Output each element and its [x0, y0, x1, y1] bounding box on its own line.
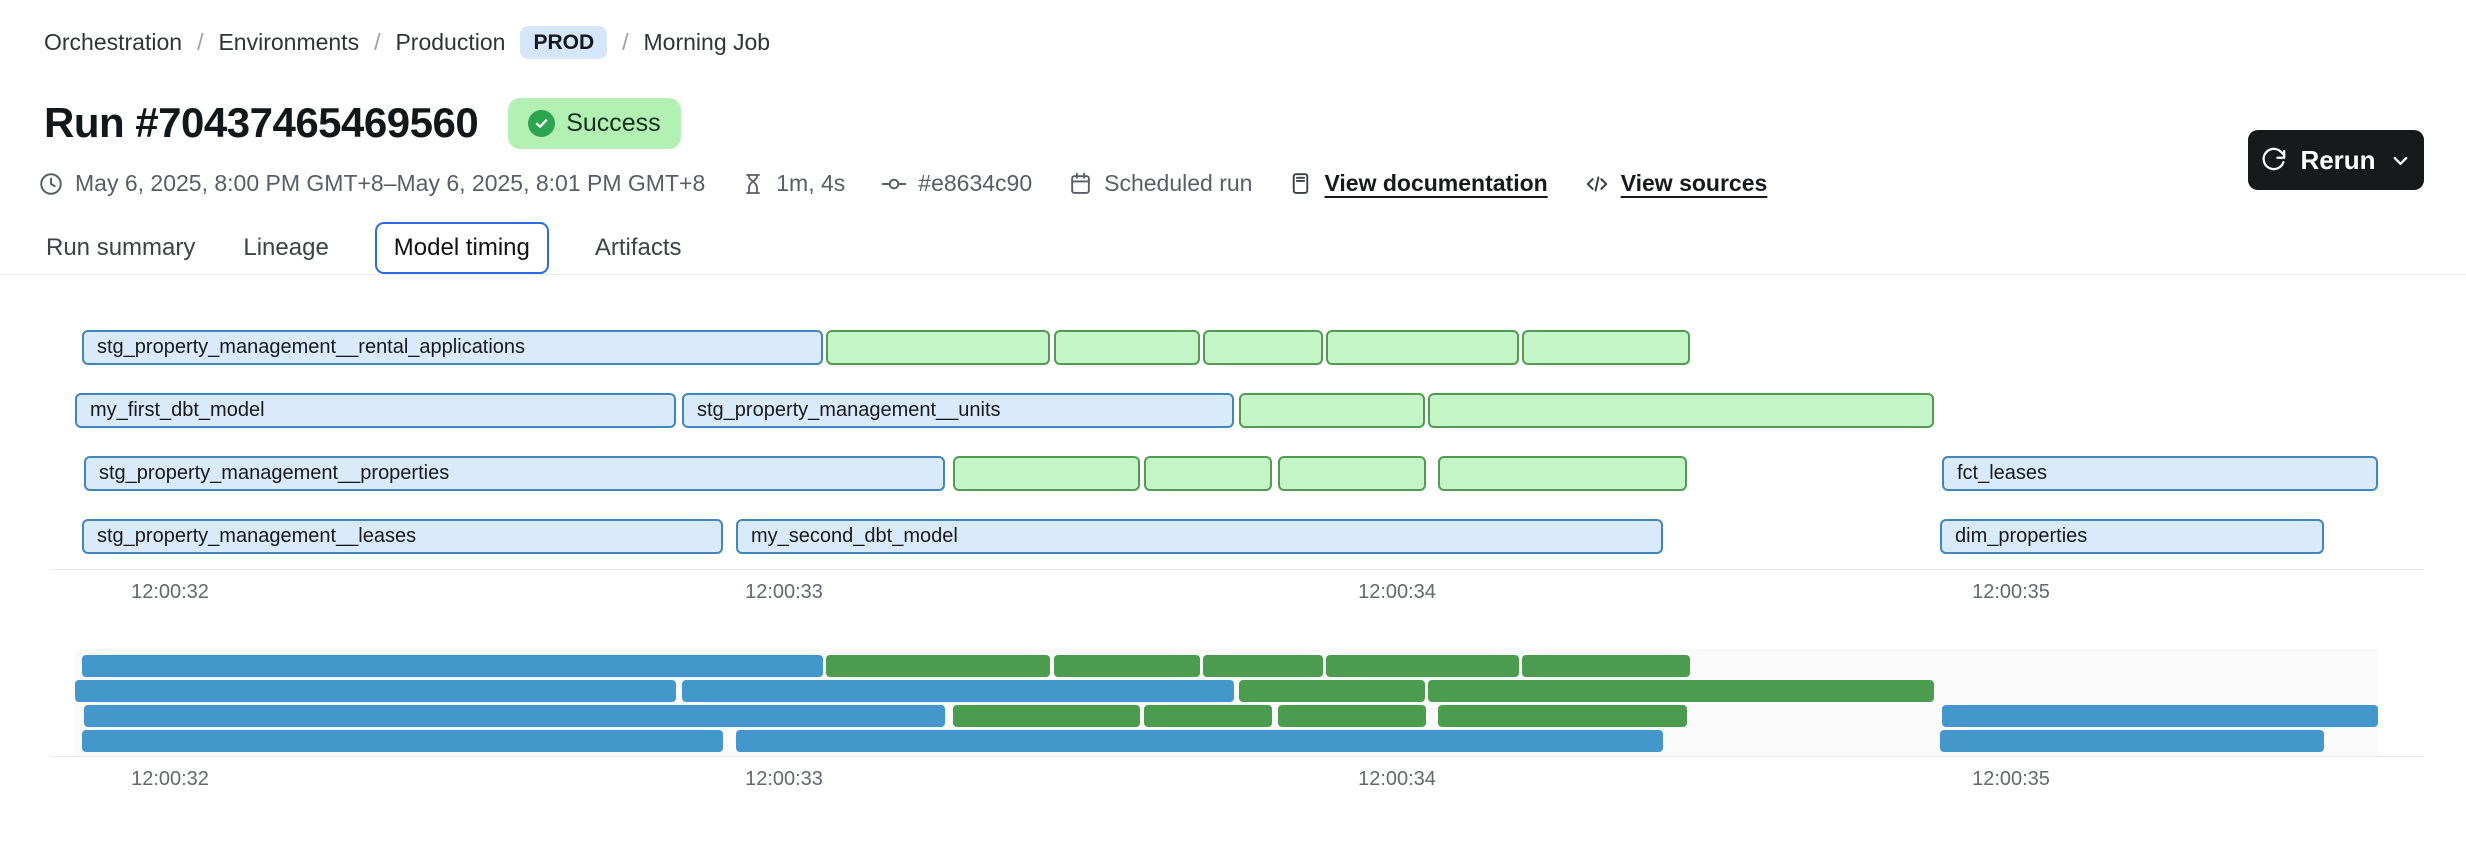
- mini-gantt-bar-test: [826, 655, 1050, 677]
- status-badge-label: Success: [566, 108, 661, 137]
- mini-gantt-bar-stg_property_management__properties: [84, 705, 945, 727]
- axis-tick-label: 12:00:35: [1972, 768, 2050, 790]
- breadcrumb: Orchestration / Environments / Productio…: [44, 26, 770, 59]
- page-title: Run #70437465469560: [44, 99, 479, 146]
- run-header: Run #70437465469560 Success: [44, 92, 681, 154]
- breadcrumb-separator: /: [622, 29, 629, 55]
- check-circle-icon: [528, 109, 556, 137]
- mini-gantt-bar-test: [1054, 655, 1200, 677]
- minimap-axis-line: [50, 756, 2424, 757]
- mini-gantt-bar-test: [1326, 655, 1519, 677]
- axis-tick-label: 12:00:32: [131, 768, 209, 790]
- document-icon: [1293, 173, 1309, 194]
- hourglass-icon: [746, 173, 761, 194]
- gantt-bar-test[interactable]: [1326, 330, 1519, 365]
- clock-icon: [40, 172, 62, 195]
- mini-gantt-bar-dim_properties: [1940, 730, 2324, 752]
- gantt-bar-fct_leases[interactable]: fct_leases: [1942, 456, 2378, 491]
- breadcrumb-orchestration[interactable]: Orchestration: [44, 29, 183, 55]
- run-trigger: Scheduled run: [1068, 170, 1252, 197]
- main-axis-line: [50, 569, 2424, 570]
- axis-tick-label: 12:00:33: [745, 581, 823, 603]
- gantt-bar-test[interactable]: [1203, 330, 1323, 365]
- mini-gantt-bar-test: [1278, 705, 1426, 727]
- gantt-bar-stg_property_management__properties[interactable]: stg_property_management__properties: [84, 456, 945, 491]
- mini-gantt-bar-my_first_dbt_model: [75, 680, 676, 702]
- tab-bar: Run summary Lineage Model timing Artifac…: [44, 222, 684, 274]
- rerun-button-label: Rerun: [2300, 144, 2376, 175]
- gantt-bar-test[interactable]: [1054, 330, 1200, 365]
- tab-lineage[interactable]: Lineage: [243, 234, 329, 261]
- tab-run-summary[interactable]: Run summary: [46, 234, 196, 261]
- gantt-bar-dim_properties[interactable]: dim_properties: [1940, 519, 2324, 554]
- gantt-bar-test[interactable]: [1144, 456, 1272, 491]
- mini-gantt-bar-test: [1438, 705, 1687, 727]
- calendar-icon: [1071, 172, 1090, 194]
- refresh-icon: [2262, 147, 2286, 170]
- gantt-bar-test[interactable]: [1428, 393, 1934, 428]
- mini-gantt-bar-test: [1144, 705, 1272, 727]
- gantt-bar-test[interactable]: [1522, 330, 1690, 365]
- mini-gantt-bar-test: [1239, 680, 1425, 702]
- mini-gantt-bar-test: [1428, 680, 1934, 702]
- axis-tick-label: 12:00:33: [745, 768, 823, 790]
- run-duration-text: 1m, 4s: [776, 170, 846, 196]
- commit-icon: [881, 178, 907, 189]
- gantt-bar-stg_property_management__rental_applications[interactable]: stg_property_management__rental_applicat…: [82, 330, 823, 365]
- gantt-bar-my_first_dbt_model[interactable]: my_first_dbt_model: [75, 393, 676, 428]
- run-time-range-text: May 6, 2025, 8:00 PM GMT+8–May 6, 2025, …: [75, 170, 706, 196]
- run-meta-row: May 6, 2025, 8:00 PM GMT+8–May 6, 2025, …: [38, 170, 1767, 197]
- breadcrumb-morning-job[interactable]: Morning Job: [643, 29, 771, 55]
- breadcrumb-separator: /: [197, 29, 204, 55]
- mini-gantt-bar-stg_property_management__leases: [82, 730, 723, 752]
- run-time-range: May 6, 2025, 8:00 PM GMT+8–May 6, 2025, …: [38, 170, 705, 197]
- commit-hash: #e8634c90: [881, 170, 1032, 197]
- axis-tick-label: 12:00:34: [1358, 768, 1436, 790]
- view-documentation-link[interactable]: View documentation: [1288, 170, 1548, 197]
- gantt-bar-test[interactable]: [1239, 393, 1425, 428]
- commit-hash-text: #e8634c90: [918, 170, 1033, 196]
- axis-tick-label: 12:00:34: [1358, 581, 1436, 603]
- environment-badge: PROD: [520, 26, 608, 59]
- status-badge: Success: [508, 97, 681, 149]
- gantt-bar-stg_property_management__leases[interactable]: stg_property_management__leases: [82, 519, 723, 554]
- rerun-button[interactable]: Rerun: [2248, 130, 2424, 190]
- chevron-down-icon[interactable]: [2389, 149, 2412, 172]
- gantt-bar-stg_property_management__units[interactable]: stg_property_management__units: [682, 393, 1234, 428]
- gantt-bar-test[interactable]: [1278, 456, 1426, 491]
- mini-gantt-bar-stg_property_management__rental_applications: [82, 655, 823, 677]
- axis-tick-label: 12:00:35: [1972, 581, 2050, 603]
- mini-gantt-bar-test: [1522, 655, 1690, 677]
- breadcrumb-separator: /: [374, 29, 381, 55]
- run-trigger-text: Scheduled run: [1104, 170, 1253, 196]
- view-sources-label[interactable]: View sources: [1620, 170, 1768, 196]
- mini-gantt-bar-test: [1203, 655, 1323, 677]
- mini-gantt-bar-fct_leases: [1942, 705, 2378, 727]
- gantt-bar-my_second_dbt_model[interactable]: my_second_dbt_model: [736, 519, 1663, 554]
- gantt-bar-test[interactable]: [826, 330, 1050, 365]
- view-sources-link[interactable]: View sources: [1584, 170, 1768, 197]
- gantt-bar-test[interactable]: [953, 456, 1140, 491]
- breadcrumb-environments[interactable]: Environments: [218, 29, 360, 55]
- tab-artifacts[interactable]: Artifacts: [594, 234, 682, 261]
- mini-gantt-bar-my_second_dbt_model: [736, 730, 1663, 752]
- view-documentation-label[interactable]: View documentation: [1324, 170, 1548, 196]
- run-duration: 1m, 4s: [741, 170, 845, 197]
- mini-gantt-bar-test: [953, 705, 1140, 727]
- code-icon: [1586, 176, 1607, 191]
- tabbar-divider: [0, 274, 2466, 275]
- mini-gantt-bar-stg_property_management__units: [682, 680, 1234, 702]
- tab-model-timing[interactable]: Model timing: [374, 222, 549, 274]
- gantt-bar-test[interactable]: [1438, 456, 1687, 491]
- axis-tick-label: 12:00:32: [131, 581, 209, 603]
- breadcrumb-production[interactable]: Production: [395, 29, 506, 55]
